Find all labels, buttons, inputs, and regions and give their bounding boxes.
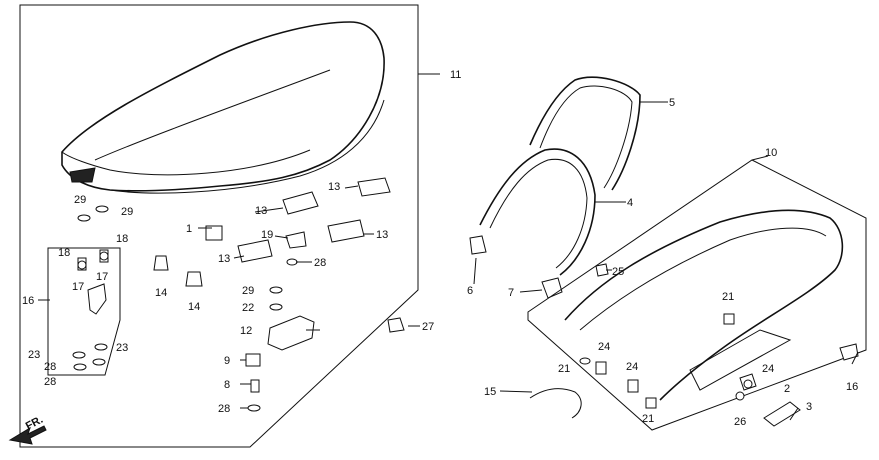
grommet-24-mid xyxy=(627,379,639,393)
label-28-upper: 28 xyxy=(314,257,326,269)
pad-13-a xyxy=(282,191,319,215)
grommet-21-left xyxy=(579,357,591,365)
label-24-left: 24 xyxy=(598,341,610,353)
cushion-1 xyxy=(205,225,223,241)
label-18-right: 18 xyxy=(116,233,128,245)
grommet-27 xyxy=(387,317,405,333)
label-29-left: 29 xyxy=(74,194,86,206)
label-19: 19 xyxy=(261,229,273,241)
label-20: 16 xyxy=(846,381,858,393)
label-25: 25 xyxy=(612,266,624,278)
seat-assembly-panel xyxy=(19,4,419,448)
label-8: 8 xyxy=(224,379,230,391)
frame-4 xyxy=(479,148,596,276)
label-21-cowl: 21 xyxy=(722,291,734,303)
washer-23-left xyxy=(72,351,86,359)
seat-lock-parts xyxy=(77,249,109,315)
label-13-d: 13 xyxy=(218,253,230,265)
label-28-lower: 28 xyxy=(218,403,230,415)
label-3: 3 xyxy=(806,401,812,413)
bracket-19 xyxy=(285,231,307,249)
label-5: 5 xyxy=(669,97,675,109)
nut-2 xyxy=(743,379,753,389)
grommet-29-right xyxy=(95,205,109,213)
bolt-8 xyxy=(250,379,260,393)
label-9: 9 xyxy=(224,355,230,367)
washer-28-left xyxy=(73,363,87,371)
grommet-21-cowl xyxy=(723,313,735,325)
label-18-left: 18 xyxy=(58,247,70,259)
grommet-29-lower xyxy=(269,286,283,294)
rubber-14-left xyxy=(153,255,169,271)
front-direction-arrow-icon xyxy=(8,425,47,445)
pad-13-d xyxy=(237,239,273,263)
grommet-29-left xyxy=(77,214,91,222)
label-23-right: 23 xyxy=(116,342,128,354)
label-17-left: 17 xyxy=(72,281,84,293)
screw-26 xyxy=(735,391,745,401)
label-21-lower: 21 xyxy=(642,413,654,425)
bolt-20 xyxy=(839,343,859,361)
bolt-25 xyxy=(595,263,609,277)
washer-22 xyxy=(269,303,283,311)
reflector-3 xyxy=(763,401,801,427)
washer-23-right xyxy=(94,343,108,351)
hinge-12 xyxy=(267,315,315,351)
label-13-a: 13 xyxy=(328,181,340,193)
seat-part xyxy=(61,21,385,194)
grommet-28-upper xyxy=(286,258,298,266)
label-7: 7 xyxy=(508,287,514,299)
label-12: 12 xyxy=(240,325,252,337)
label-10: 10 xyxy=(765,147,777,159)
label-6: 6 xyxy=(467,285,473,297)
washer-28-right xyxy=(92,358,106,366)
label-14-right: 14 xyxy=(188,301,200,313)
label-24-right: 24 xyxy=(762,363,774,375)
label-29-lower: 29 xyxy=(242,285,254,297)
pad-13-b xyxy=(357,177,391,197)
label-29-right: 29 xyxy=(121,206,133,218)
grommet-21-lower xyxy=(645,397,657,409)
grommet-24-left xyxy=(595,361,607,375)
label-13-b: 13 xyxy=(255,205,267,217)
label-28-left-b: 28 xyxy=(44,376,56,388)
rear-cowl-panel xyxy=(527,159,867,431)
label-1: 1 xyxy=(186,223,192,235)
bracket-7 xyxy=(541,277,563,299)
seat-lock-subpanel xyxy=(47,247,121,376)
label-27: 27 xyxy=(422,321,434,333)
label-13-c: 13 xyxy=(376,229,388,241)
grab-rail-5 xyxy=(529,76,641,191)
label-17-right: 17 xyxy=(96,271,108,283)
label-4: 4 xyxy=(627,197,633,209)
label-23-left: 23 xyxy=(28,349,40,361)
label-26: 26 xyxy=(734,416,746,428)
rear-cowl-10 xyxy=(564,209,844,401)
label-21-left: 21 xyxy=(558,363,570,375)
label-11: 11 xyxy=(450,69,461,81)
label-2: 2 xyxy=(784,383,790,395)
clip-6 xyxy=(469,235,487,255)
pad-13-c xyxy=(327,219,365,243)
label-14-left: 14 xyxy=(155,287,167,299)
rubber-14-right xyxy=(185,271,203,287)
wire-15 xyxy=(529,388,582,419)
washer-28-lower xyxy=(247,404,261,412)
label-16: 16 xyxy=(22,295,34,307)
label-22: 22 xyxy=(242,302,254,314)
label-24-mid: 24 xyxy=(626,361,638,373)
label-15: 15 xyxy=(484,386,496,398)
label-28-left-a: 28 xyxy=(44,361,56,373)
collar-9 xyxy=(245,353,261,367)
